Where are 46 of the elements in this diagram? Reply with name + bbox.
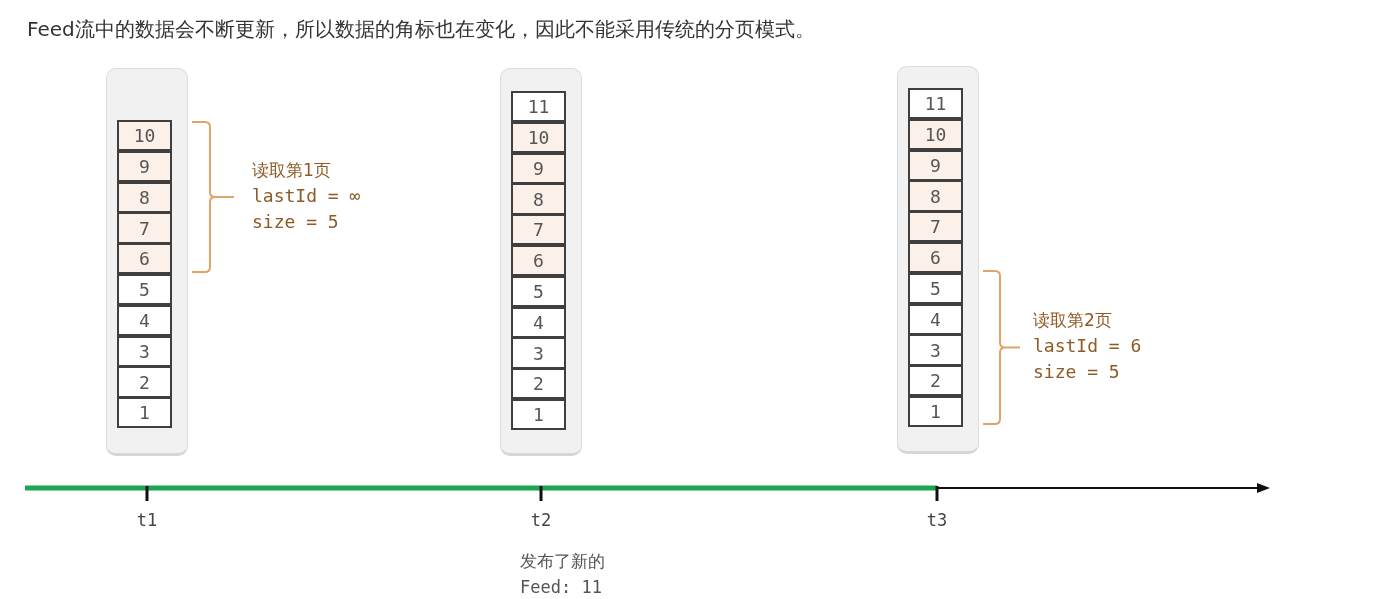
feed-item-cell: 9 <box>511 152 566 184</box>
title-text: Feed流中的数据会不断更新，所以数据的角标也在变化，因此不能采用传统的分页模式。 <box>27 16 815 43</box>
event-note: 发布了新的 Feed: 11 <box>520 550 606 599</box>
feed-item-cell: 4 <box>908 303 963 335</box>
feed-item-cell: 10 <box>908 118 963 151</box>
feed-item-cell: 2 <box>511 368 566 400</box>
parameter-text: size = 5 <box>1033 361 1120 382</box>
feed-item-cell: 8 <box>511 183 566 215</box>
parameter-text: lastId = ∞ <box>252 185 361 206</box>
tick-label: t2 <box>530 510 552 530</box>
feed-item-cell: 8 <box>908 180 963 212</box>
annotation-heading: 读取第2页 <box>1033 309 1112 332</box>
feed-item-cell: 11 <box>511 91 566 123</box>
tick-label: t3 <box>926 510 948 530</box>
feed-item-cell: 3 <box>511 337 566 369</box>
feed-item-cell: 2 <box>908 365 963 397</box>
feed-item-cell: 7 <box>511 214 566 246</box>
feed-item-cell: 9 <box>908 149 963 181</box>
feed-item-cell: 6 <box>511 245 566 277</box>
feed-item-cell: 10 <box>511 121 566 154</box>
annotation-heading: 读取第1页 <box>252 159 331 182</box>
feed-item-cell: 5 <box>117 274 172 306</box>
feed-item-cell: 2 <box>117 366 172 398</box>
feed-item-cell: 7 <box>117 212 172 244</box>
feed-item-cell: 6 <box>117 243 172 275</box>
feed-item-cell: 6 <box>908 242 963 274</box>
stack-panel <box>897 66 979 454</box>
feed-item-cell: 10 <box>117 120 172 152</box>
feed-item-cell: 11 <box>908 88 963 120</box>
stack-panel <box>500 68 582 456</box>
feed-item-cell: 3 <box>117 335 172 367</box>
parameter-text: size = 5 <box>252 211 339 232</box>
tick-label: t1 <box>136 510 158 530</box>
feed-item-cell: 1 <box>117 397 172 429</box>
stack-panel <box>106 68 188 456</box>
feed-item-cell: 8 <box>117 181 172 213</box>
feed-item-cell: 4 <box>117 304 172 337</box>
feed-item-cell: 3 <box>908 334 963 366</box>
feed-item-cell: 4 <box>511 306 566 338</box>
feed-item-cell: 5 <box>908 272 963 305</box>
feed-item-cell: 5 <box>511 275 566 308</box>
feed-item-cell: 7 <box>908 211 963 243</box>
feed-item-cell: 1 <box>908 396 963 428</box>
feed-item-cell: 1 <box>511 399 566 431</box>
feed-item-cell: 9 <box>117 150 172 183</box>
parameter-text: lastId = 6 <box>1033 335 1142 356</box>
